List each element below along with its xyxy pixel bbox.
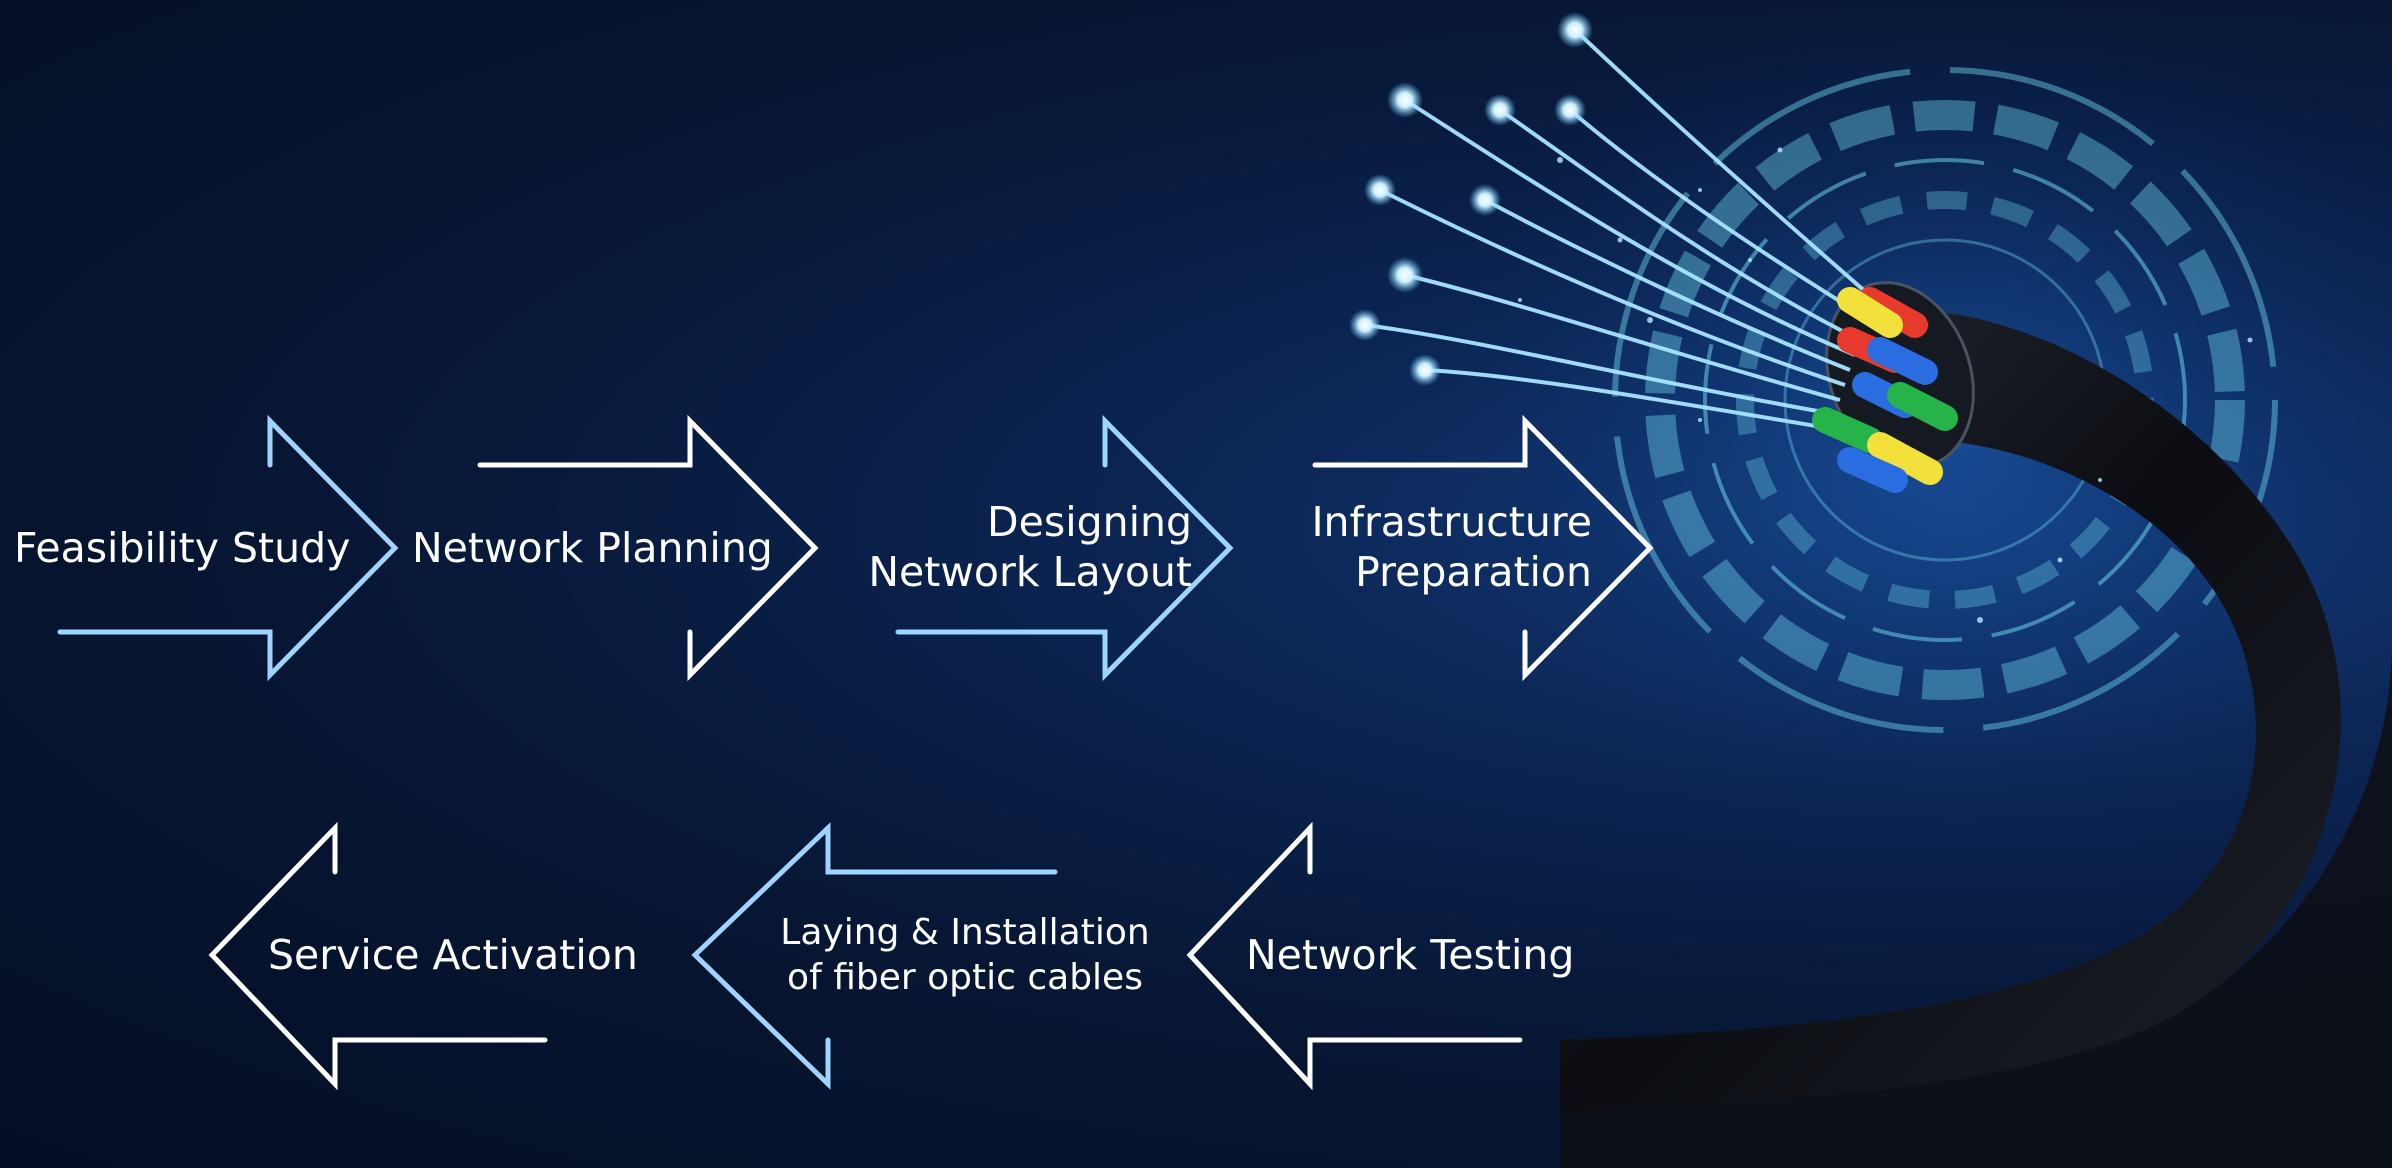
step-label-feasibility-study: Feasibility Study <box>14 524 351 572</box>
arrow-designing-network-layout <box>895 414 1234 682</box>
step-label-laying-installation: Laying & Installation of fiber optic cab… <box>780 912 1150 998</box>
arrow-network-testing <box>1186 821 1523 1091</box>
arrow-feasibility-study <box>57 414 399 682</box>
arrow-network-planning <box>477 414 819 682</box>
arrow-laying-installation <box>691 822 1058 1090</box>
step-label-designing-network-layout: Designing Network Layout <box>868 498 1192 596</box>
step-label-service-activation: Service Activation <box>268 931 638 979</box>
step-label-network-testing: Network Testing <box>1246 931 1575 979</box>
step-label-network-planning: Network Planning <box>412 524 773 572</box>
step-label-infrastructure-preparation: Infrastructure Preparation <box>1311 498 1592 596</box>
arrow-infrastructure-preparation <box>1312 414 1654 682</box>
arrow-service-activation <box>208 821 548 1091</box>
